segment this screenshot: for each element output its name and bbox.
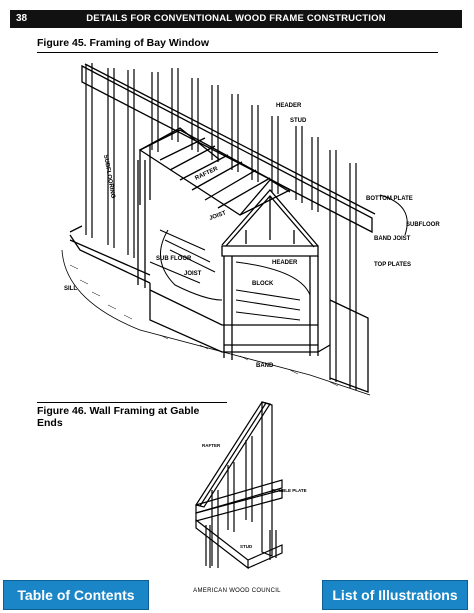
label-sill: SILL — [64, 286, 77, 292]
label-joist-upper: JOIST — [209, 210, 228, 222]
figure-46-illustration: RAFTER DOUBLE PLATE STUD — [195, 401, 307, 570]
label-fig46-double-plate: DOUBLE PLATE — [272, 488, 307, 493]
page-header-bar: 38 DETAILS FOR CONVENTIONAL WOOD FRAME C… — [10, 10, 462, 28]
label-block: BLOCK — [252, 281, 274, 287]
label-sub-floor: SUB FLOOR — [156, 256, 192, 262]
label-joist-lower: JOIST — [184, 271, 202, 277]
figure-45-title: Figure 45. Framing of Bay Window — [37, 37, 210, 49]
label-header-top: HEADER — [276, 103, 302, 109]
label-top-plates: TOP PLATES — [374, 262, 411, 268]
figure-45-rule — [37, 52, 438, 53]
label-fig46-stud: STUD — [240, 544, 253, 549]
label-header-mid: HEADER — [272, 260, 298, 266]
label-band: BAND — [256, 363, 274, 369]
list-of-illustrations-button[interactable]: List of Illustrations — [322, 580, 468, 610]
label-stud: STUD — [290, 118, 307, 124]
footer-publisher: AMERICAN WOOD COUNCIL — [193, 588, 281, 594]
label-band-joist: BAND JOIST — [374, 236, 411, 242]
figure-45-illustration: HEADER STUD SUBFLOORING RAFTER JOIST BOT… — [61, 63, 440, 396]
page-header-title: DETAILS FOR CONVENTIONAL WOOD FRAME CONS… — [86, 13, 386, 24]
figure-46-rule — [37, 402, 227, 403]
page-number: 38 — [16, 13, 28, 24]
label-subfloor: SUBFLOOR — [406, 222, 440, 228]
label-fig46-rafter: RAFTER — [202, 443, 221, 448]
table-of-contents-button[interactable]: Table of Contents — [3, 580, 149, 610]
label-rafter: RAFTER — [194, 166, 219, 182]
figure-46-title: Figure 46. Wall Framing at Gable Ends — [37, 405, 200, 429]
label-bottom-plate: BOTTOM PLATE — [366, 196, 413, 202]
